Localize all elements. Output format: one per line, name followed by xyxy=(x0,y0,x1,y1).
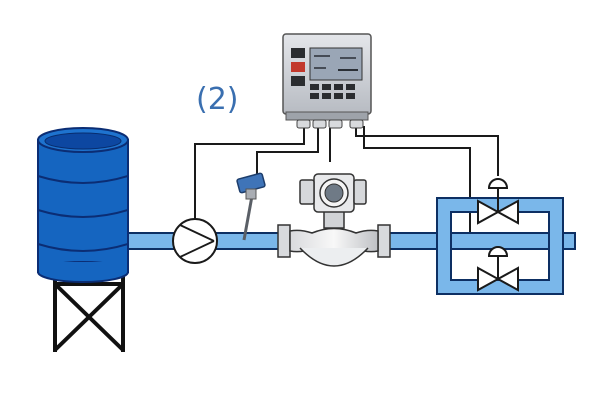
wire-valve-upper xyxy=(355,126,499,176)
valve-upper xyxy=(477,178,519,225)
tank-stand xyxy=(53,276,125,352)
valve-manifold xyxy=(436,197,564,295)
valve-lower xyxy=(477,246,519,292)
cable-glands xyxy=(296,119,364,129)
wire-pump xyxy=(194,126,305,222)
controller xyxy=(282,33,372,129)
controller-keypad xyxy=(310,84,355,99)
flowmeter xyxy=(277,173,391,267)
diagram-label: (2) xyxy=(196,82,239,117)
storage-tank xyxy=(37,127,129,283)
temperature-probe xyxy=(236,172,266,241)
pump xyxy=(172,218,218,264)
wire-probe xyxy=(256,128,319,176)
